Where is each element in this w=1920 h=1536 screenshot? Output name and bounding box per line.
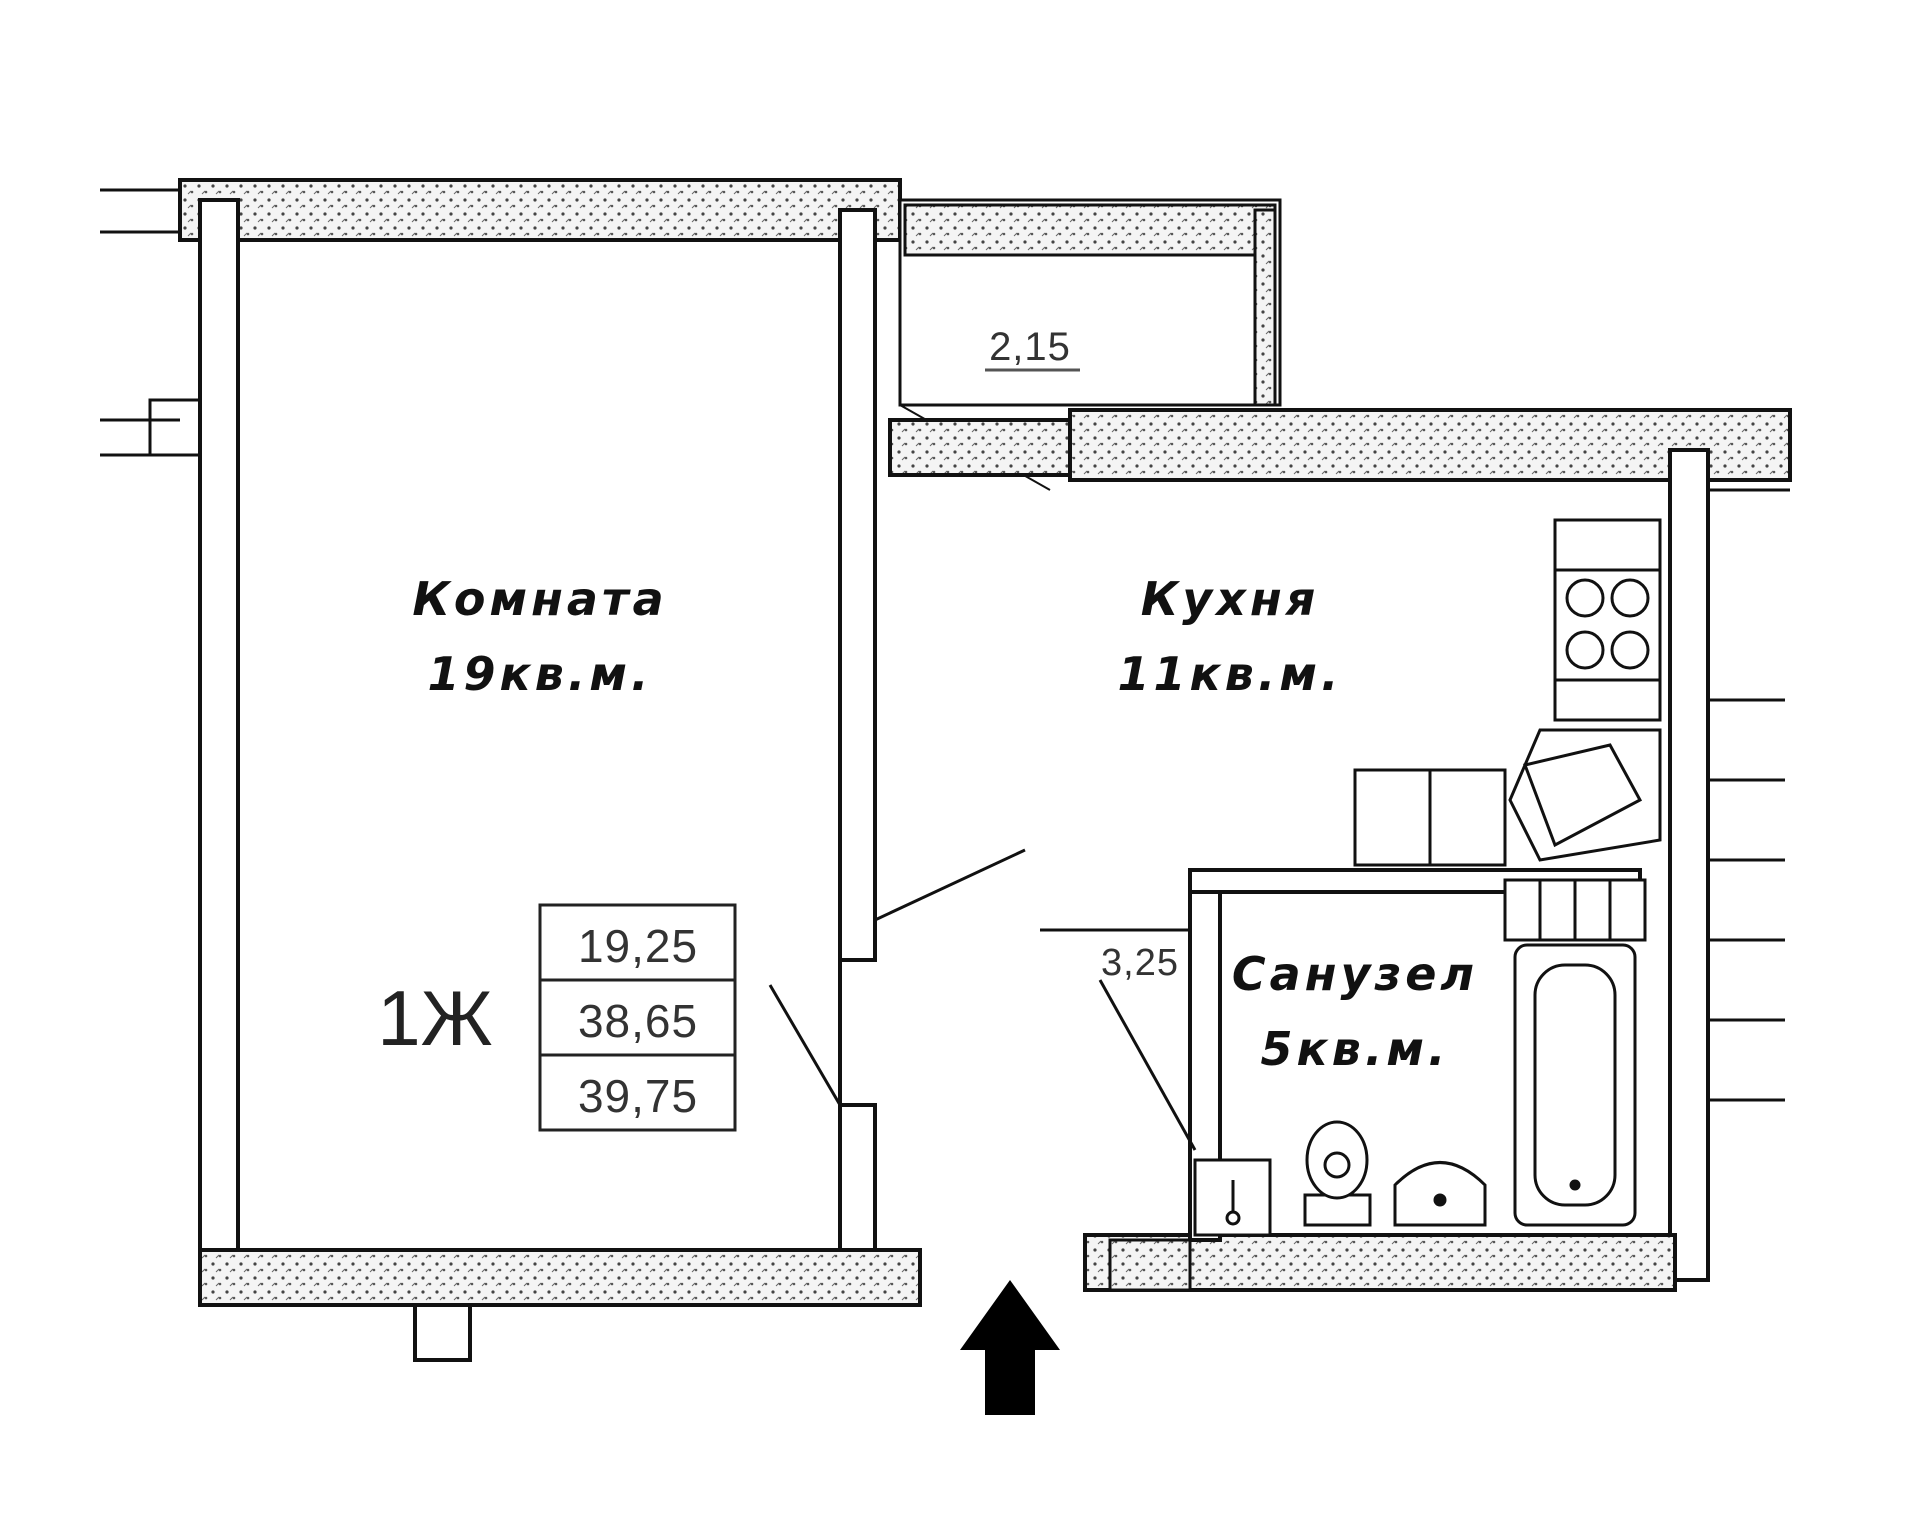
washbasin (1393, 1161, 1487, 1227)
room-area: 19кв.м. (428, 647, 653, 701)
hall-wall (1108, 1238, 1192, 1292)
apartment-id: 1Ж (377, 974, 492, 1062)
area-living: 19,25 (578, 920, 698, 972)
area-with-balcony: 39,75 (578, 1070, 698, 1122)
water-heater (1193, 1158, 1272, 1237)
balcony (898, 198, 1282, 491)
balcony-area: 2,15 (989, 325, 1071, 369)
toilet (1303, 1120, 1372, 1227)
area-total: 38,65 (578, 995, 698, 1047)
kitchen-name: Кухня (1141, 572, 1320, 626)
bathtub (1513, 943, 1637, 1227)
arrow-up-icon (960, 1280, 1060, 1415)
exterior-steps (1708, 698, 1785, 1102)
bathroom-name: Санузел (1232, 947, 1478, 1001)
room-left-notch (148, 398, 200, 457)
hall-area: 3,25 (1101, 942, 1179, 984)
kitchen-area: 11кв.м. (1118, 647, 1343, 701)
doors (768, 848, 1197, 1151)
room-name: Комната (412, 572, 667, 626)
area-table (538, 903, 737, 1132)
kitchen-counter (1353, 768, 1507, 867)
kitchen-stove (1553, 518, 1662, 722)
kitchen-sink (1508, 728, 1662, 862)
bathroom-cabinet (1503, 878, 1647, 942)
bathroom-area: 5кв.м. (1261, 1022, 1450, 1076)
